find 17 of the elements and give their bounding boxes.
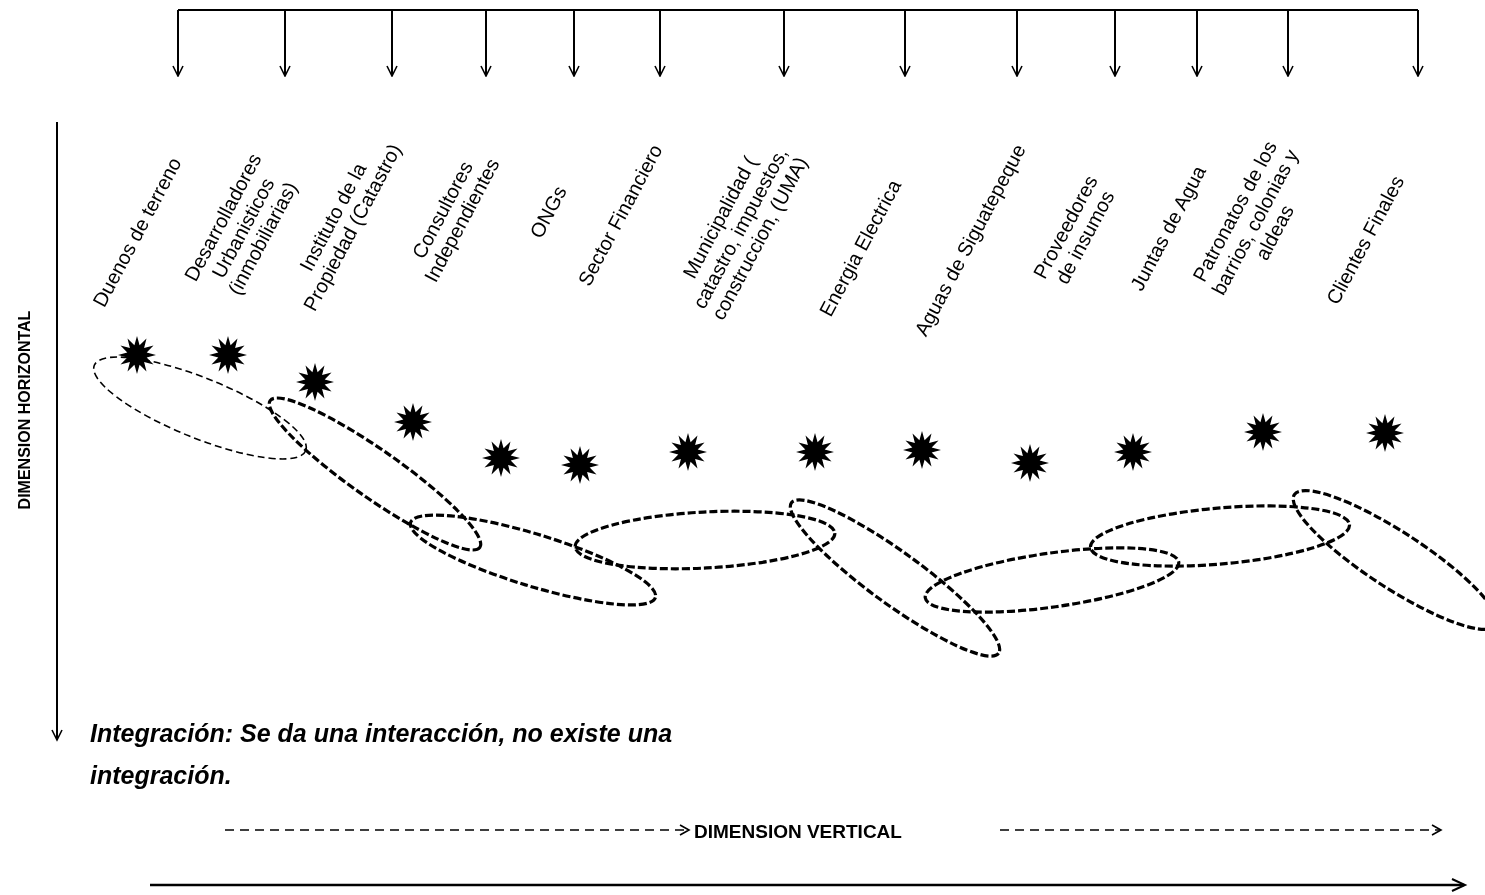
axis-label: DIMENSION VERTICAL xyxy=(694,820,903,844)
note-text: Integración: Se da una interacción, no existe una integración. xyxy=(90,718,674,791)
arrow xyxy=(1282,9,1294,77)
axis-label: DIMENSION HORIZONTAL xyxy=(15,309,34,512)
arrow xyxy=(778,9,790,77)
arrow xyxy=(1109,9,1121,77)
connector-trunk xyxy=(177,9,1419,11)
arrow xyxy=(1191,9,1203,77)
arrow xyxy=(172,9,184,77)
arrow xyxy=(1412,9,1424,77)
arrow xyxy=(480,9,492,77)
arrow xyxy=(1011,9,1023,77)
arrow xyxy=(654,9,666,77)
arrow xyxy=(899,9,911,77)
arrow xyxy=(279,9,291,77)
arrow xyxy=(568,9,580,77)
arrow xyxy=(386,9,398,77)
